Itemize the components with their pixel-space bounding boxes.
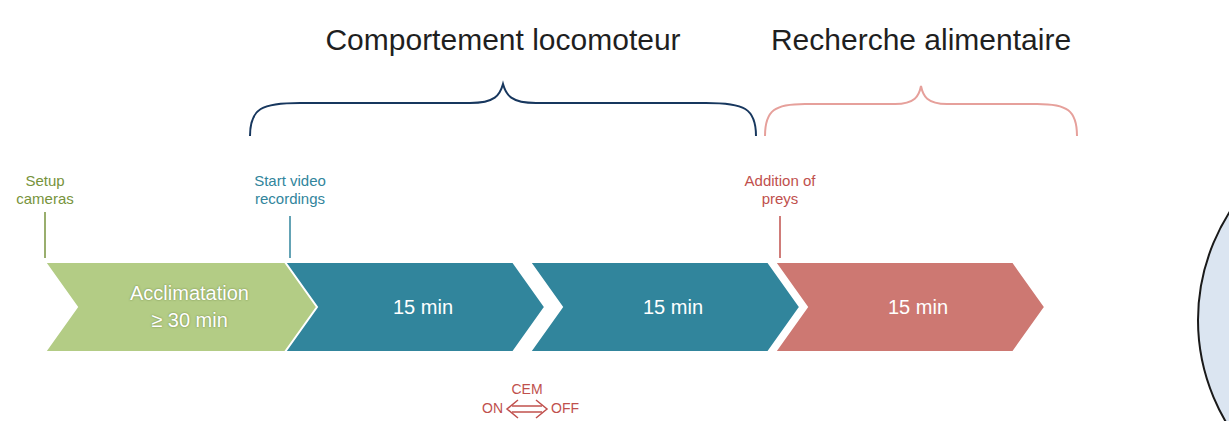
double-arrow — [507, 400, 547, 418]
step-text: ≥ 30 min — [151, 307, 228, 334]
bracket — [250, 84, 756, 136]
process-chevron: 15 min — [530, 262, 800, 352]
step-text: Acclimatation — [130, 280, 249, 307]
chevron-shape — [45, 262, 318, 352]
process-chevron: 15 min — [775, 262, 1045, 352]
process-chevron: 15 min — [285, 262, 545, 352]
bracket — [765, 86, 1077, 136]
phase-title: Comportement locomoteur — [293, 22, 713, 58]
event-label: Start video recordings — [235, 172, 345, 208]
leader-line — [44, 212, 46, 258]
condition-label: OFF — [551, 400, 591, 417]
side-circle — [1198, 110, 1229, 421]
phase-title: Recherche alimentaire — [741, 22, 1101, 58]
leader-line — [289, 216, 291, 258]
condition-label: CEM — [497, 381, 557, 398]
event-label: Setup cameras — [5, 172, 85, 208]
condition-label: ON — [463, 400, 503, 417]
step-text: 15 min — [888, 294, 948, 321]
process-chevron: Acclimatation≥ 30 min — [45, 262, 318, 352]
event-label: Addition of preys — [730, 172, 830, 208]
step-text: 15 min — [643, 294, 703, 321]
step-text: 15 min — [393, 294, 453, 321]
leader-line — [779, 216, 781, 258]
